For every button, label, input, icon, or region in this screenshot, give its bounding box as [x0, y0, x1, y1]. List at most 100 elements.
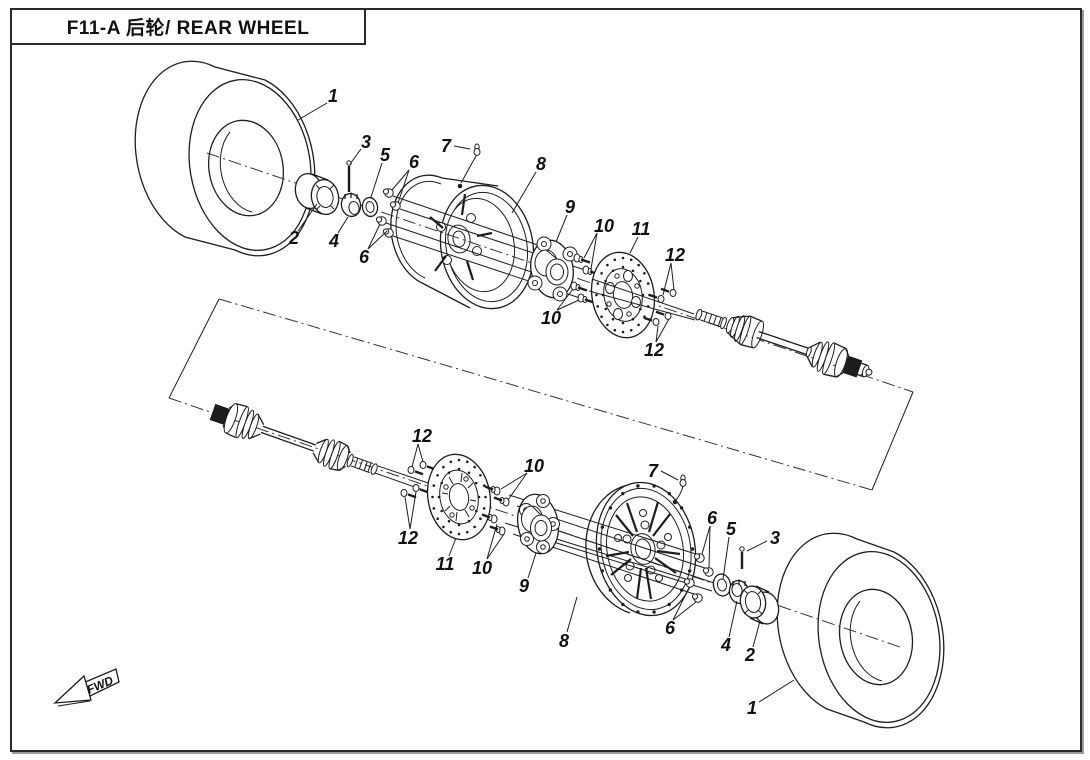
- wheel-rim-8-top: [390, 174, 535, 310]
- leader-line: [453, 145, 471, 150]
- title-box: F11-A 后轮/ REAR WHEEL: [12, 10, 366, 45]
- leader-line: [590, 232, 598, 270]
- leader-line: [555, 214, 568, 243]
- wheel-hub-9-bottom: [516, 493, 560, 555]
- perforation-dot: [679, 506, 684, 510]
- perforation-dot: [449, 530, 453, 534]
- washer-5-top: [361, 196, 379, 218]
- leader-line: [758, 679, 795, 703]
- leader-line: [629, 236, 639, 254]
- leader-line: [337, 216, 349, 234]
- part-label-6: 6: [359, 247, 370, 267]
- leader-line: [367, 230, 388, 250]
- hub-cap-2-bottom: [739, 585, 780, 625]
- alignment-line: [591, 278, 695, 315]
- perforation-dot: [631, 269, 635, 273]
- perforation-dot: [629, 328, 633, 332]
- part-label-7: 7: [441, 136, 452, 156]
- perforation-dot: [641, 293, 645, 297]
- perforation-dots: [431, 256, 695, 614]
- perforation-dot: [600, 569, 604, 573]
- perforation-dot: [643, 315, 646, 319]
- leader-line: [660, 470, 679, 481]
- leader-line: [448, 537, 457, 557]
- perforation-dot: [482, 507, 486, 510]
- part-label-5: 5: [726, 519, 737, 539]
- leader-line: [655, 325, 659, 343]
- leader-line: [746, 540, 768, 552]
- perforation-dot: [688, 569, 692, 573]
- perforation-dot: [465, 530, 469, 534]
- leader-line: [566, 596, 578, 633]
- perforation-dot: [652, 610, 656, 614]
- part-label-6: 6: [707, 508, 718, 528]
- reference-lines: [168, 298, 914, 491]
- perforation-dot: [611, 269, 615, 273]
- part-label-9: 9: [519, 576, 529, 596]
- perforation-dot: [457, 523, 461, 527]
- tire-1-bottom: [776, 532, 945, 729]
- perforation-dot: [457, 467, 461, 471]
- part-label-3: 3: [770, 528, 780, 548]
- perforation-dot: [648, 293, 651, 297]
- perforation-dot: [601, 293, 605, 297]
- perforation-dot: [473, 465, 476, 469]
- part-label-9: 9: [565, 197, 575, 217]
- perforation-dot: [596, 305, 600, 308]
- leader-line: [507, 472, 528, 501]
- perforation-dot: [608, 506, 613, 510]
- disc-bolts-12-top: [643, 287, 677, 326]
- leader-line: [397, 169, 410, 204]
- leader-line: [655, 318, 670, 343]
- leader-line: [672, 601, 697, 621]
- part-label-8: 8: [536, 154, 546, 174]
- drive-shaft-bottom: [209, 403, 378, 475]
- perforation-dot: [457, 532, 461, 536]
- leader-line: [708, 525, 711, 569]
- perforation-dot: [667, 602, 671, 607]
- perforation-dot: [482, 484, 486, 487]
- part-label-4: 4: [720, 635, 731, 655]
- leader-line: [728, 600, 738, 638]
- perforation-dot: [611, 317, 615, 321]
- part-label-2: 2: [288, 228, 299, 248]
- part-label-2: 2: [744, 645, 755, 665]
- perforation-dot: [621, 330, 625, 334]
- leader-line: [511, 171, 537, 214]
- flange-nuts-6-bottom: [683, 553, 714, 603]
- perforation-dot: [447, 471, 451, 475]
- drive-shaft-top: [695, 308, 873, 378]
- leader-line: [662, 262, 672, 296]
- perforation-dot: [637, 323, 640, 327]
- perforation-dot: [621, 602, 625, 607]
- leader-line: [670, 262, 675, 291]
- perforation-dot: [465, 460, 469, 464]
- perforation-dot: [639, 307, 642, 311]
- part-label-6: 6: [409, 152, 420, 172]
- perforation-dot: [595, 293, 598, 297]
- perforation-dot: [621, 256, 625, 260]
- leader-line: [556, 299, 580, 311]
- perforation-dot: [643, 272, 646, 275]
- leader-line: [391, 169, 410, 191]
- perforation-dot: [467, 519, 471, 523]
- part-label-11: 11: [436, 554, 455, 574]
- perforation-dot: [621, 321, 625, 325]
- valve-stem-7-top: [460, 143, 481, 184]
- leader-line: [527, 552, 537, 579]
- perforation-dot: [449, 460, 453, 464]
- part-label-10: 10: [524, 456, 544, 476]
- part-label-3: 3: [361, 132, 371, 152]
- disc-bolts-12-bottom: [400, 461, 436, 499]
- wheel-hub-9-top: [527, 236, 578, 302]
- perforation-dot: [652, 484, 656, 488]
- perforation-dot: [608, 588, 613, 592]
- washer-5-bottom: [712, 573, 732, 597]
- leader-line: [500, 472, 528, 490]
- perforation-dot: [679, 588, 684, 592]
- perforation-dot: [604, 307, 607, 311]
- leader-line: [417, 443, 424, 463]
- cotter-pin-3-top: [346, 160, 352, 192]
- perforation-dot: [431, 495, 434, 499]
